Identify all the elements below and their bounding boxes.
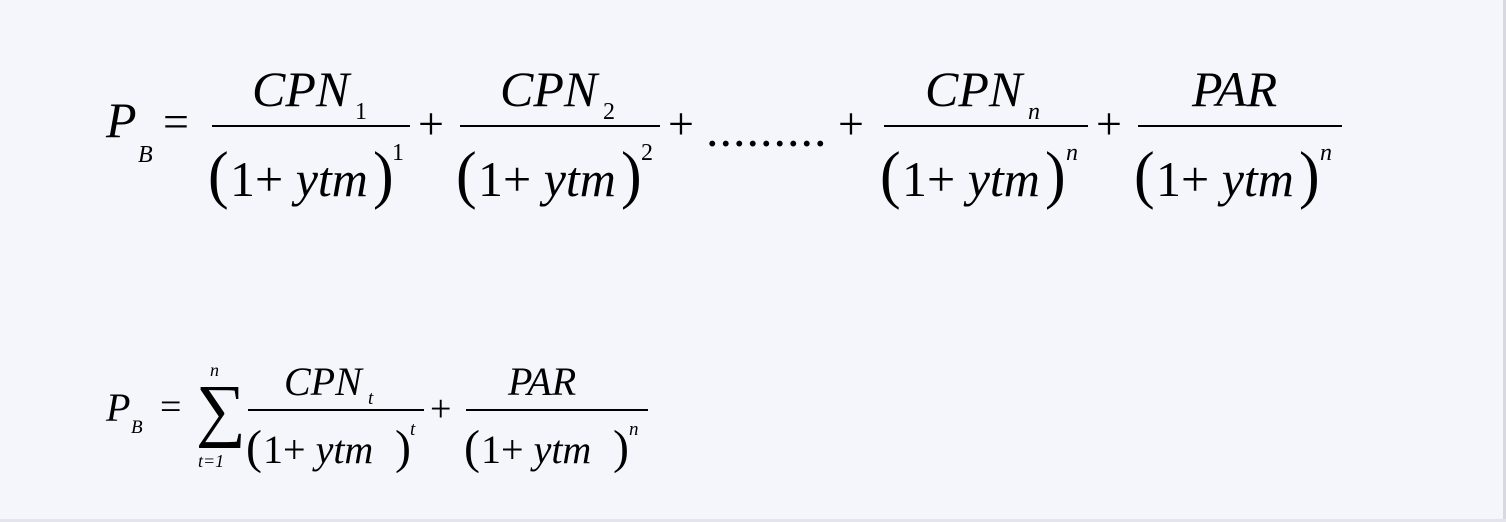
term-1-fraction-bar — [212, 125, 410, 127]
term-2-exponent: 2 — [641, 140, 653, 166]
term-n-exponent: n — [1066, 140, 1078, 166]
sum-symbol: ∑ — [196, 372, 246, 449]
term-1-exponent: 1 — [392, 140, 404, 166]
plus-sign-2: + — [668, 98, 694, 149]
term-n-numerator: CPN — [925, 61, 1023, 117]
term-n-numerator-subscript: n — [1028, 99, 1040, 125]
bottom-border — [0, 519, 1506, 522]
par-fraction-bar — [1138, 125, 1342, 127]
price-symbol-2: P — [106, 385, 131, 430]
par-exponent: n — [1320, 140, 1332, 166]
term-2-numerator: CPN — [500, 61, 598, 117]
equals-sign: = — [163, 96, 189, 147]
sum-term-right-paren: ) — [395, 421, 411, 474]
equals-sign-2: = — [160, 386, 182, 428]
plus-sign-3: + — [838, 98, 864, 149]
price-symbol: P — [106, 92, 137, 148]
sum-term-denominator: 1+ ytm — [263, 427, 374, 472]
term-n-denominator: 1+ ytm — [902, 151, 1040, 207]
sum-par-exponent: n — [629, 419, 639, 440]
term-1-numerator-subscript: 1 — [355, 99, 367, 125]
ellipsis: ......... — [706, 101, 828, 157]
plus-sign-4: + — [1096, 98, 1122, 149]
term-2-denominator: 1+ ytm — [478, 151, 616, 207]
sum-term-numerator-subscript: t — [368, 388, 374, 409]
sum-term-exponent: t — [410, 419, 416, 440]
term-1-left-paren: ( — [208, 139, 229, 211]
sum-lower-limit: t=1 — [198, 451, 225, 471]
sum-par-numerator: PAR — [508, 359, 577, 404]
term-n-right-paren: ) — [1045, 139, 1066, 211]
price-subscript: B — [138, 142, 153, 168]
sum-par-right-paren: ) — [613, 421, 629, 474]
par-numerator: PAR — [1192, 61, 1278, 117]
par-left-paren: ( — [1134, 139, 1155, 211]
plus-sign-1: + — [418, 98, 444, 149]
term-2-numerator-subscript: 2 — [603, 99, 615, 125]
sum-term-left-paren: ( — [246, 421, 262, 474]
term-2-fraction-bar — [460, 125, 660, 127]
term-2-right-paren: ) — [621, 139, 642, 211]
term-1-right-paren: ) — [373, 139, 394, 211]
term-2-left-paren: ( — [456, 139, 477, 211]
term-1-numerator: CPN — [252, 61, 350, 117]
par-right-paren: ) — [1299, 139, 1320, 211]
sum-term-fraction-bar — [248, 409, 424, 411]
term-n-fraction-bar — [884, 125, 1088, 127]
sum-par-denominator: 1+ ytm — [481, 427, 592, 472]
sum-par-left-paren: ( — [464, 421, 480, 474]
right-border — [1503, 0, 1506, 522]
term-1-denominator: 1+ ytm — [230, 151, 368, 207]
plus-sign-sum: + — [430, 388, 452, 430]
sum-term-numerator: CPN — [284, 359, 362, 404]
sum-par-fraction-bar — [466, 409, 648, 411]
sum-upper-limit: n — [210, 360, 219, 380]
price-subscript-2: B — [131, 417, 143, 438]
term-n-left-paren: ( — [880, 139, 901, 211]
par-denominator: 1+ ytm — [1156, 151, 1294, 207]
